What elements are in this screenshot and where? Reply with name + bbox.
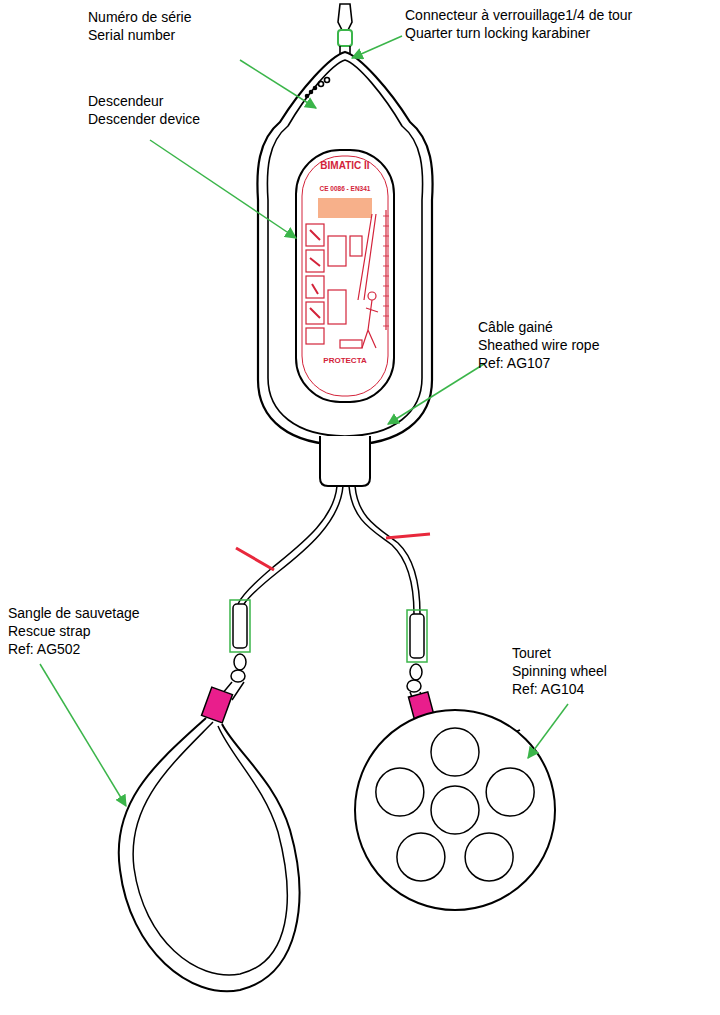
device-outline (257, 4, 432, 486)
callout-label: Câble gainé (478, 318, 553, 336)
product-name: BIMATIC II (320, 160, 369, 172)
callout-label: Serial number (88, 26, 175, 44)
wheel-holes (376, 728, 534, 881)
callout-label: Touret (512, 644, 551, 662)
reference-code: Ref: AG502 (8, 640, 80, 658)
wheel-hole (397, 833, 445, 881)
wheel-hole (431, 786, 479, 834)
callout-label: Numéro de série (88, 8, 192, 26)
callout-label: Sangle de sauvetage (8, 604, 140, 622)
callout-label: Quarter turn locking karabiner (405, 24, 590, 42)
reference-code: Ref: AG104 (512, 680, 584, 698)
rescue-strap (119, 600, 300, 991)
label-pictograms (306, 198, 389, 348)
callout-label: Spinning wheel (512, 662, 607, 680)
callout-label: Descender device (88, 110, 200, 128)
callout-label: Descendeur (88, 92, 164, 110)
callout-label: Connecteur à verrouillage1/4 de tour (405, 6, 632, 24)
leader-line (40, 36, 568, 806)
spinning-wheel (355, 610, 555, 910)
certification-mark: CE 0086 - EN341 (320, 184, 371, 193)
reference-code: Ref: AG107 (478, 354, 550, 372)
wheel-hole (376, 768, 424, 816)
brand-name: PROTECTA (323, 356, 366, 366)
callout-label: Rescue strap (8, 622, 90, 640)
wheel-hole (486, 768, 534, 816)
cut-mark (236, 534, 430, 570)
callout-label: Sheathed wire rope (478, 336, 599, 354)
wheel-hole (465, 833, 513, 881)
wheel-hole (431, 728, 479, 776)
sheathed-cable (238, 486, 420, 614)
